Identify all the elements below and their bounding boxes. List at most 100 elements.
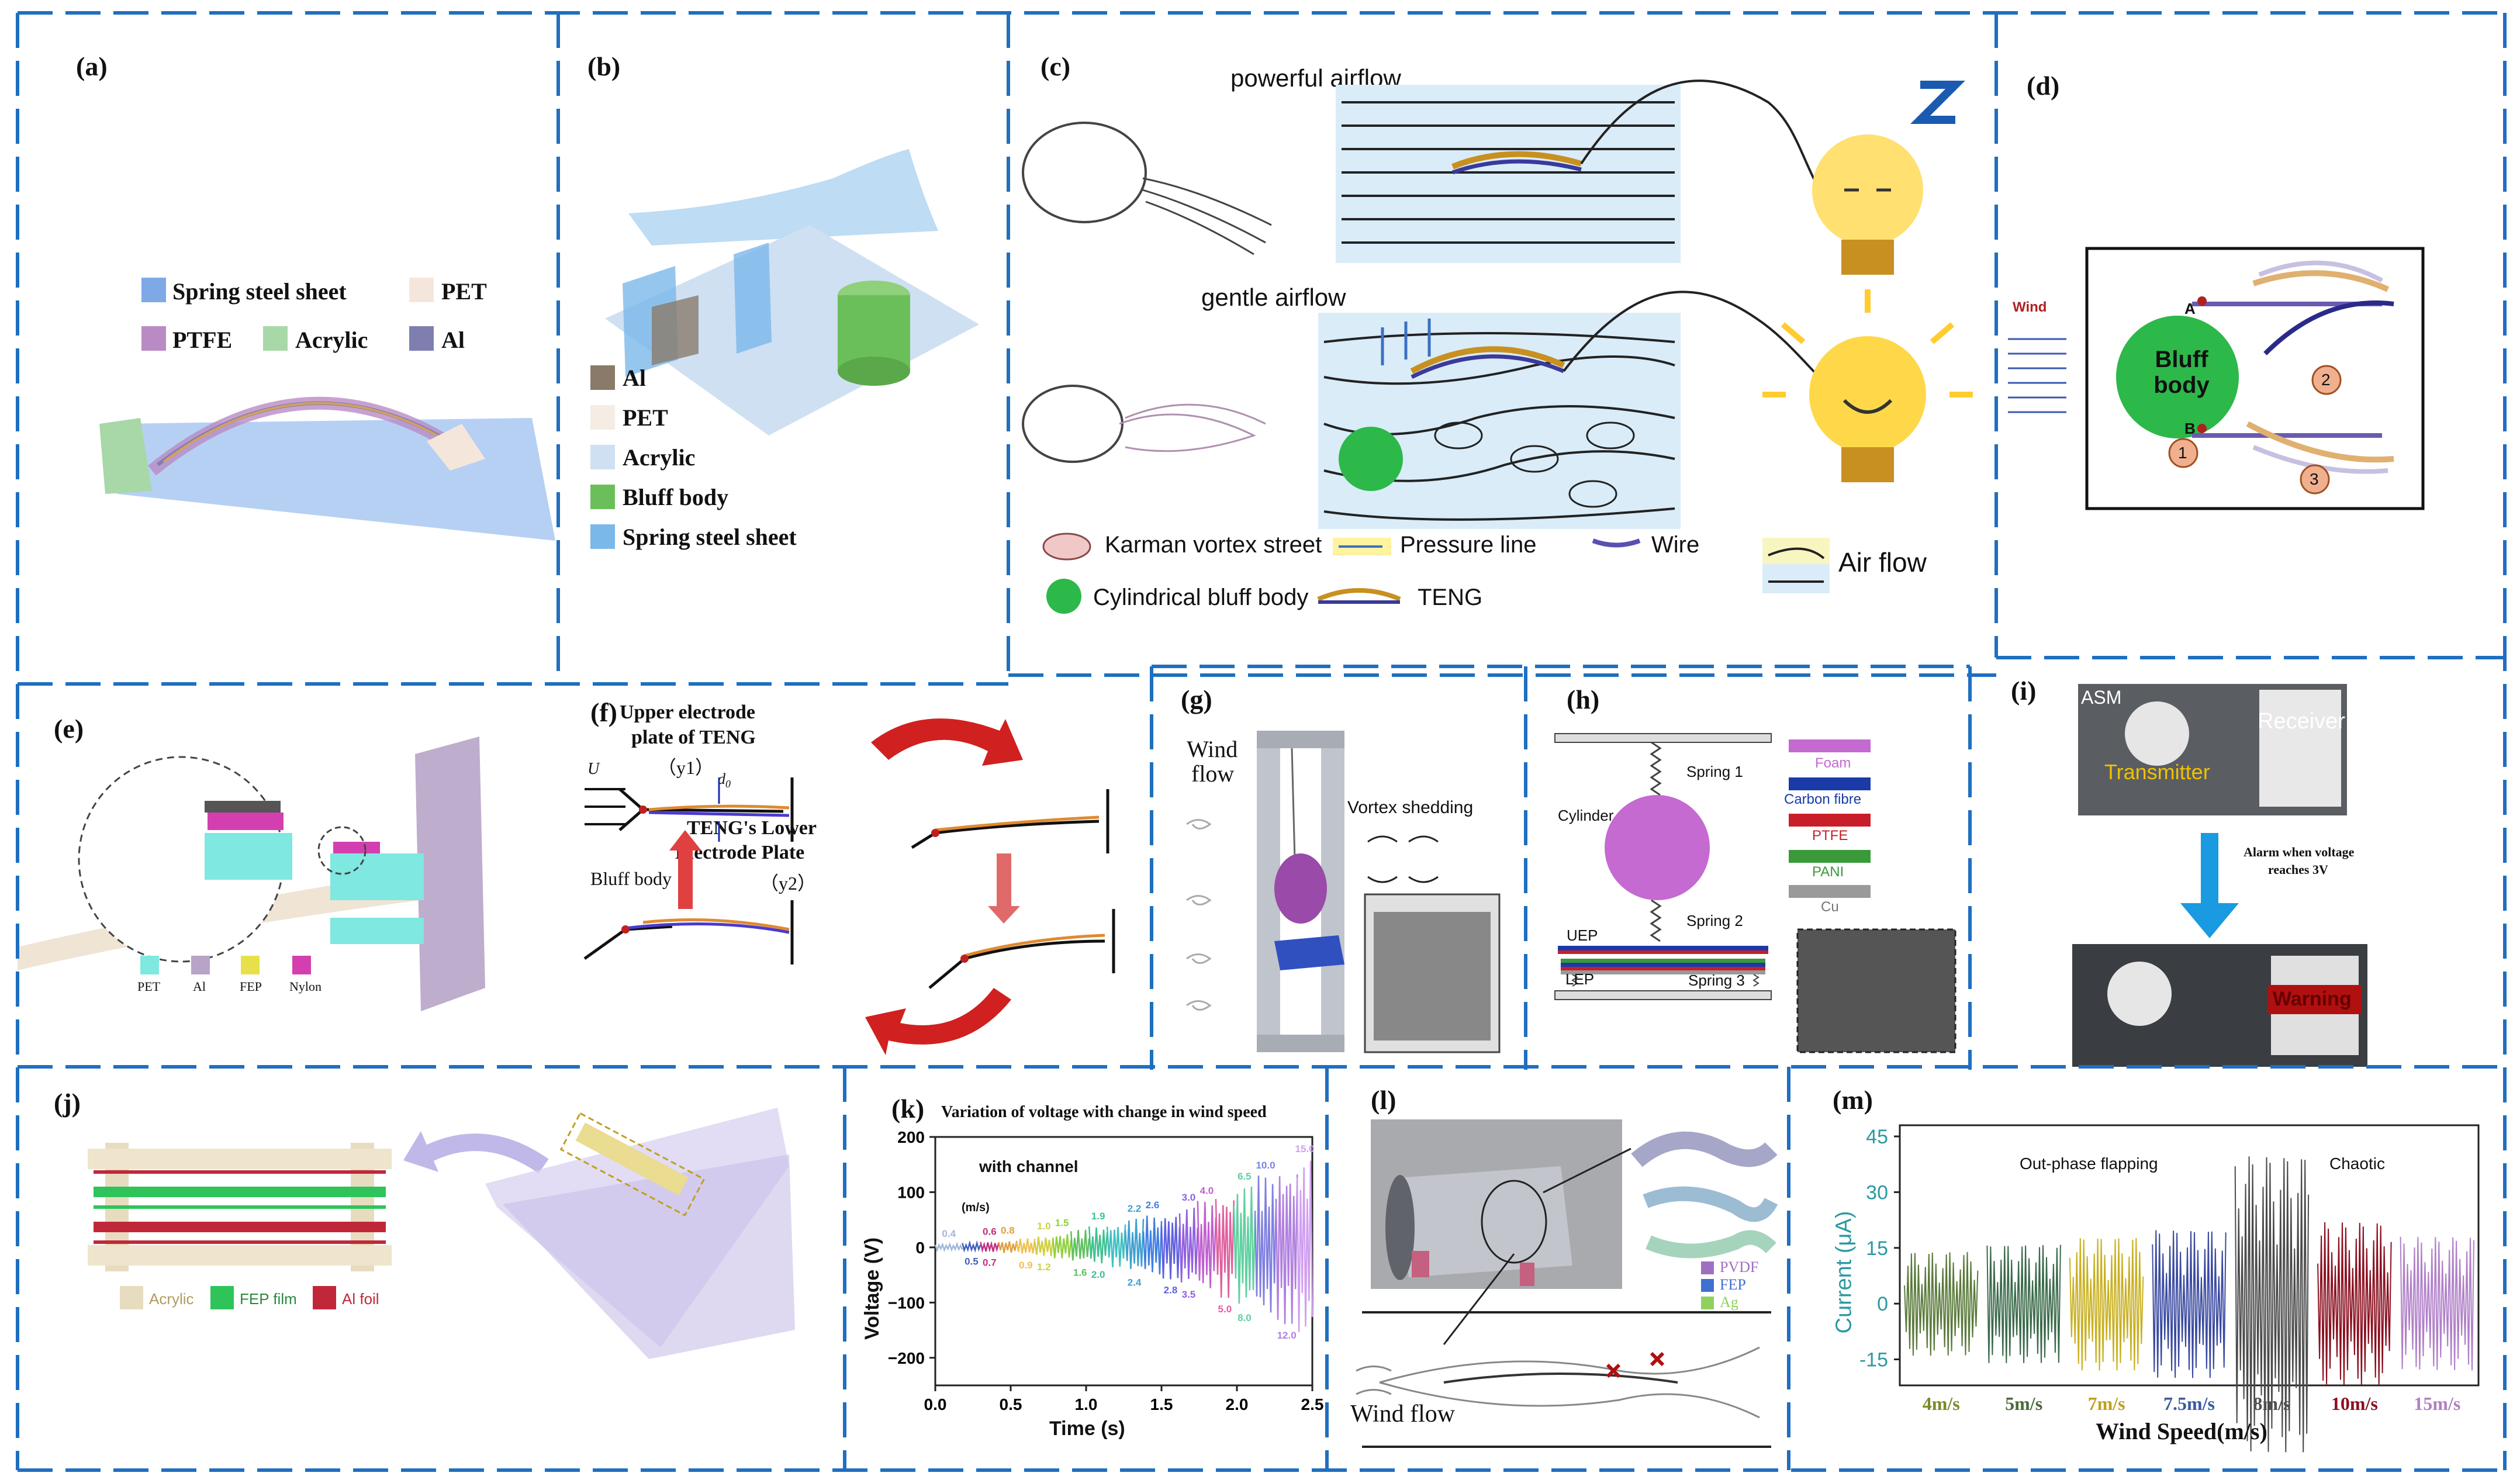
y-tick-label: 0 (1877, 1293, 1888, 1315)
state-3-label: 3 (2310, 470, 2319, 488)
panel-i: (i) ASM Receiver Transmitter Alarm when … (1970, 658, 2505, 1070)
legend-airflow: Air flow (1838, 547, 1927, 578)
voltage-trace (998, 1240, 1018, 1253)
legend-label: PTFE (172, 327, 233, 353)
wind-speed-label: 10.0 (1256, 1160, 1275, 1171)
legend-label: Carbon fibre (1784, 791, 1862, 807)
panel-label: (j) (54, 1088, 81, 1118)
legend-label: PANI (1812, 864, 1844, 880)
x-axis-label: Wind Speed(m/s) (2096, 1418, 2267, 1444)
legend-label: Foam (1815, 755, 1851, 771)
legend-label: Al (441, 327, 465, 353)
legend-label: PET (441, 278, 487, 305)
wind-label: Wind (2013, 299, 2047, 315)
panel-label: (m) (1833, 1085, 1873, 1115)
teng-cantilever-illustration (18, 737, 485, 1011)
voltage-segment (1106, 1224, 1126, 1267)
current-trace (2152, 1230, 2227, 1378)
upper-electrode-label-2: plate of TENG (631, 727, 756, 748)
legend-swatch-fep (1701, 1279, 1714, 1292)
legend-label: Ag (1720, 1294, 1738, 1311)
voltage-segment (1215, 1199, 1235, 1298)
wind-speed-label: 4.0 (1200, 1185, 1214, 1197)
legend-swatch-bluff (590, 485, 615, 509)
wind-speed-label: 2.6 (1146, 1199, 1160, 1211)
bluff-body-teng-illustration (605, 149, 979, 435)
wind-speed-label: 2.2 (1128, 1203, 1142, 1214)
x-category-label: 15m/s (2414, 1393, 2460, 1414)
panel-f: (f) Upper electrode plate of TENG （y1） d… (561, 684, 1152, 1070)
legend-swatch-spring (141, 278, 166, 302)
wind-speed-label: 1.0 (1037, 1221, 1051, 1232)
legend-swatch-ptfe (141, 326, 166, 351)
uep-label: UEP (1567, 927, 1598, 944)
current-trace (2400, 1236, 2474, 1371)
wind-speed-label: 0.9 (1019, 1260, 1033, 1271)
x-category-label: 8m/s (2253, 1393, 2290, 1414)
legend-label: FEP (1720, 1276, 1746, 1293)
unit-label: (m/s) (962, 1201, 990, 1214)
wind-speed-label: 1.6 (1073, 1267, 1087, 1278)
panel-label: (f) (590, 697, 617, 727)
voltage-segment (1296, 1160, 1313, 1332)
panel-label: (c) (1041, 51, 1071, 81)
point-b-label: B (2184, 420, 2196, 437)
y-tick-label: 0 (915, 1239, 925, 1257)
x-axis-label: Time (s) (1049, 1418, 1125, 1440)
voltage-segment (934, 1242, 963, 1253)
legend-pressure: Pressure line (1400, 532, 1537, 558)
point-a-label: A (2184, 300, 2196, 317)
voltage-trace (1178, 1207, 1199, 1282)
panel-h: (h) Spring 1 Cylinder Spring 2 UEP LEP S… (1526, 666, 1970, 1070)
asm-label: ASM (2081, 687, 2122, 708)
device-photo-top (2078, 684, 2347, 815)
wind-speed-label: 0.7 (983, 1257, 997, 1268)
legend-swatch-nylon (292, 956, 311, 974)
legend-label: PET (137, 979, 161, 994)
legend-teng: TENG (1418, 585, 1483, 610)
legend-swatch-pet (140, 956, 159, 974)
alarm-label-1: Alarm when voltage (2244, 845, 2355, 859)
alarm-label-2: reaches 3V (2268, 862, 2328, 877)
legend-label: Al (623, 365, 646, 391)
spring-1-label: Spring 1 (1686, 763, 1743, 780)
panel-j: (j) Acrylic FEP film Al foil (18, 1067, 845, 1470)
alarm-arrow (2180, 833, 2239, 938)
y-tick-label: 30 (1866, 1181, 1888, 1204)
voltage-trace (1016, 1238, 1036, 1254)
current-segment (2400, 1236, 2474, 1371)
legend-label: PET (623, 405, 668, 431)
bluff-body-flapping-diagram (2008, 247, 2425, 510)
flapping-film-illustration (1356, 1119, 1778, 1448)
x-category-label: 7m/s (2088, 1393, 2125, 1414)
y-tick-label: 15 (1866, 1237, 1888, 1260)
wind-speed-label: 5.0 (1218, 1304, 1232, 1315)
bluff-body-label: Bluff body (590, 868, 672, 889)
legend-swatch-pani (1789, 850, 1871, 863)
annotation-with-channel: with channel (979, 1157, 1078, 1176)
legend-label: Al (193, 979, 206, 994)
voltage-trace (1106, 1224, 1126, 1267)
voltage-segment (1254, 1176, 1277, 1313)
panel-a: (a) Spring steel sheet PET PTFE Acrylic … (18, 15, 561, 675)
transmitter-label: Transmitter (2104, 760, 2210, 784)
voltage-trace (1088, 1226, 1108, 1264)
x-tick-label: 2.5 (1301, 1395, 1324, 1413)
panel-label: (e) (54, 714, 84, 744)
legend-swatch-fep (210, 1286, 234, 1309)
voltage-trace (980, 1240, 1000, 1253)
annotation-out-phase: Out-phase flapping (2020, 1154, 2158, 1173)
legend-label: Bluff body (623, 484, 729, 510)
device-photo-bottom (2072, 944, 2367, 1067)
voltage-segment (998, 1240, 1018, 1253)
x-category-label: 4m/s (1923, 1393, 1960, 1414)
voltage-trace (962, 1240, 981, 1253)
wind-speed-label: 0.5 (965, 1256, 979, 1267)
wind-label: Wind (1187, 736, 1238, 762)
wind-speed-label: 1.9 (1091, 1211, 1105, 1222)
current-segment (2152, 1230, 2227, 1378)
legend-swatch-ag (1701, 1297, 1714, 1309)
gentle-airflow-label: gentle airflow (1201, 284, 1346, 311)
legend-swatch-al (590, 365, 615, 390)
voltage-trace (1254, 1176, 1277, 1313)
